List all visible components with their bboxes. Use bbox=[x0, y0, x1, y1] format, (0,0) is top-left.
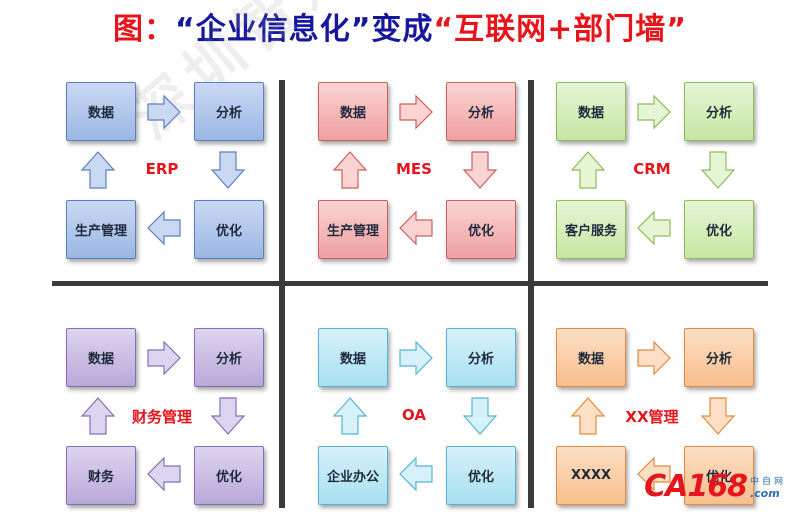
logo-com-text: .com bbox=[749, 487, 780, 500]
arrow-right-icon bbox=[636, 94, 672, 134]
arrow-right-icon bbox=[398, 340, 434, 380]
arrow-down-icon bbox=[210, 150, 246, 194]
arrow-down-icon bbox=[700, 396, 736, 440]
title-prefix: 图： bbox=[112, 12, 175, 47]
divider-vertical-right bbox=[528, 80, 534, 508]
box-analysis: 分析 bbox=[684, 82, 754, 141]
box-optimize: 优化 bbox=[446, 446, 516, 505]
quadrant-1: 数据分析优化生产管理 ERP bbox=[58, 74, 308, 284]
quadrant-label: 财务管理 bbox=[131, 408, 192, 426]
arrow-up-icon bbox=[570, 150, 606, 194]
arrow-left-icon bbox=[146, 456, 182, 496]
box-process: 生产管理 bbox=[318, 200, 388, 259]
quadrant-2: 数据分析优化生产管理 MES bbox=[310, 74, 560, 284]
quadrant-5: 数据分析优化企业办公 OA bbox=[310, 320, 560, 530]
arrow-left-icon bbox=[398, 210, 434, 250]
arrow-down-icon bbox=[700, 150, 736, 194]
quadrant-6: 数据分析优化 XXXX XX管理 bbox=[548, 320, 798, 530]
title-part2: “互联网+部门墙” bbox=[433, 12, 687, 47]
arrow-left-icon bbox=[636, 456, 672, 496]
arrow-up-icon bbox=[332, 396, 368, 440]
quadrant-4: 数据分析优化财务 财务管理 bbox=[58, 320, 308, 530]
box-analysis: 分析 bbox=[446, 328, 516, 387]
box-analysis: 分析 bbox=[446, 82, 516, 141]
arrow-left-icon bbox=[398, 456, 434, 496]
box-process: 财务 bbox=[66, 446, 136, 505]
box-data: 数据 bbox=[318, 328, 388, 387]
arrow-right-icon bbox=[146, 94, 182, 134]
arrow-left-icon bbox=[636, 210, 672, 250]
box-optimize: 优化 bbox=[194, 446, 264, 505]
divider-vertical-left bbox=[279, 80, 285, 508]
divider-horizontal bbox=[52, 281, 768, 286]
quadrant-label: CRM bbox=[633, 160, 671, 178]
arrow-down-icon bbox=[210, 396, 246, 440]
arrow-up-icon bbox=[332, 150, 368, 194]
ca168-logo: CA168 中自网 .com bbox=[644, 469, 786, 504]
arrow-up-icon bbox=[80, 150, 116, 194]
box-analysis: 分析 bbox=[684, 328, 754, 387]
box-process: 企业办公 bbox=[318, 446, 388, 505]
box-data: 数据 bbox=[318, 82, 388, 141]
box-analysis: 分析 bbox=[194, 82, 264, 141]
arrow-right-icon bbox=[146, 340, 182, 380]
logo-zh-text: 中自网 bbox=[749, 477, 786, 487]
box-data: 数据 bbox=[66, 82, 136, 141]
box-analysis: 分析 bbox=[194, 328, 264, 387]
box-optimize: 优化 bbox=[194, 200, 264, 259]
title: 图：“企业信息化”变成“互联网+部门墙” bbox=[0, 4, 800, 48]
box-process: 生产管理 bbox=[66, 200, 136, 259]
box-data: 数据 bbox=[556, 82, 626, 141]
arrow-down-icon bbox=[462, 396, 498, 440]
quadrant-label: MES bbox=[396, 160, 432, 178]
quadrant-label: ERP bbox=[145, 160, 179, 178]
arrow-right-icon bbox=[398, 94, 434, 134]
box-process: XXXX bbox=[556, 446, 626, 505]
quadrant-label: OA bbox=[402, 406, 426, 424]
logo-main-text: CA168 bbox=[644, 469, 748, 504]
quadrant-3: 数据分析优化客户服务 CRM bbox=[548, 74, 798, 284]
arrow-right-icon bbox=[636, 340, 672, 380]
title-part1: “企业信息化”变成 bbox=[174, 12, 434, 47]
box-data: 数据 bbox=[66, 328, 136, 387]
arrow-up-icon bbox=[80, 396, 116, 440]
arrow-left-icon bbox=[146, 210, 182, 250]
box-process: 客户服务 bbox=[556, 200, 626, 259]
box-optimize: 优化 bbox=[684, 200, 754, 259]
quadrant-label: XX管理 bbox=[625, 408, 679, 426]
box-optimize: 优化 bbox=[684, 446, 754, 505]
arrow-down-icon bbox=[462, 150, 498, 194]
arrow-up-icon bbox=[570, 396, 606, 440]
box-data: 数据 bbox=[556, 328, 626, 387]
box-optimize: 优化 bbox=[446, 200, 516, 259]
